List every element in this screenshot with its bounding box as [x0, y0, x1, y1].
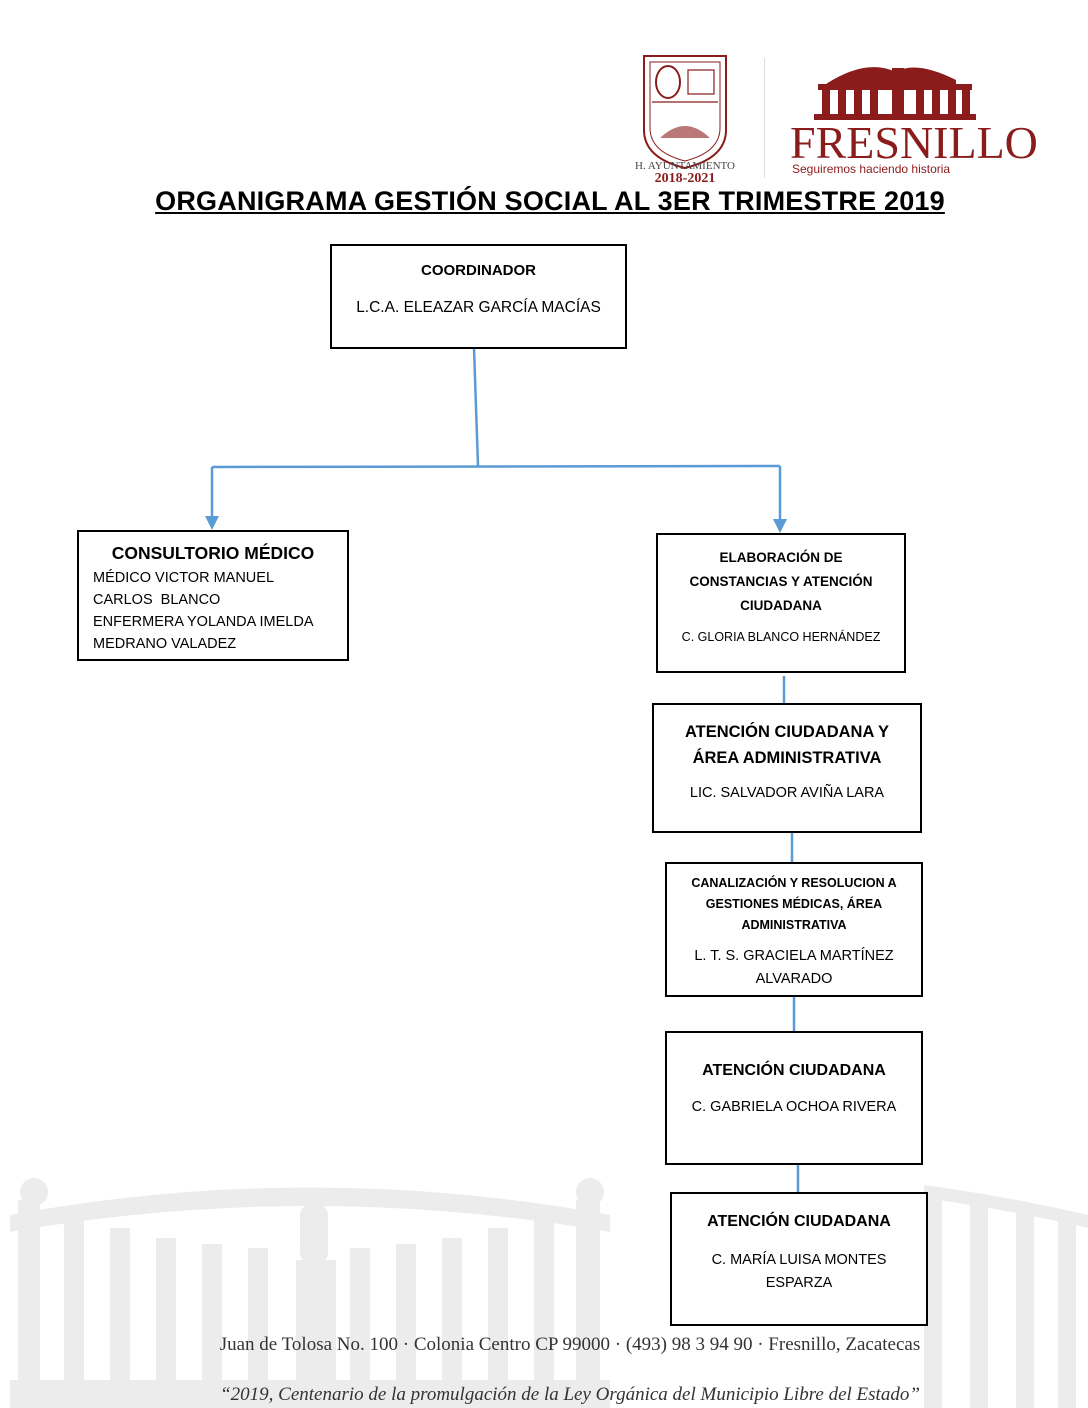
footer-motto: “2019, Centenario de la promulgación de … [220, 1384, 920, 1405]
node-name-line: ALVARADO [755, 971, 833, 987]
brand-name: FRESNILLO [790, 117, 1038, 168]
node-canalizacion-gestiones-medicas: CANALIZACIÓN Y RESOLUCION A GESTIONES MÉ… [665, 862, 923, 997]
node-name: C. GABRIELA OCHOA RIVERA [691, 1099, 897, 1115]
page-title: ORGANIGRAMA GESTIÓN SOCIAL AL 3ER TRIMES… [155, 186, 945, 216]
node-heading: ATENCIÓN CIUDADANA [702, 1062, 886, 1079]
brand-slogan: Seguiremos haciendo historia [792, 162, 951, 176]
node-heading-line: ATENCIÓN CIUDADANA Y [684, 723, 890, 741]
staff-line: MÉDICO VICTOR MANUEL [93, 570, 275, 586]
node-atencion-ciudadana-2: ATENCIÓN CIUDADANA C. MARÍA LUISA MONTES… [670, 1192, 928, 1326]
footer-address: Juan de Tolosa No. 100 · Colonia Centro … [219, 1334, 921, 1355]
node-name-line: ESPARZA [765, 1275, 833, 1291]
node-name-line: L. T. S. GRACIELA MARTÍNEZ [694, 948, 894, 964]
node-name: LIC. SALVADOR AVIÑA LARA [689, 785, 885, 801]
node-heading-line: CANALIZACIÓN Y RESOLUCION A [691, 876, 897, 890]
divider [764, 58, 765, 178]
node-coordinador: COORDINADOR L.C.A. ELEAZAR GARCÍA MACÍAS [330, 244, 627, 349]
arrow-down-icon [773, 519, 787, 533]
fresnillo-logo: FRESNILLO Seguiremos haciendo historia [786, 54, 1038, 184]
node-name: L.C.A. ELEAZAR GARCÍA MACÍAS [356, 299, 601, 316]
node-heading-line: ÁREA ADMINISTRATIVA [692, 749, 882, 767]
node-heading: ATENCIÓN CIUDADANA [707, 1213, 891, 1230]
staff-line: MEDRANO VALADEZ [93, 636, 237, 652]
municipal-seal: H. AYUNTAMIENTO 2018-2021 [635, 50, 735, 190]
monument-logo-icon [814, 67, 976, 120]
node-atencion-area-administrativa: ATENCIÓN CIUDADANA Y ÁREA ADMINISTRATIVA… [652, 703, 922, 833]
node-heading-line: ADMINISTRATIVA [741, 918, 847, 932]
node-heading-line: CONSTANCIAS Y ATENCIÓN [689, 574, 873, 589]
seal-caption-line-2: 2018-2021 [654, 171, 716, 186]
node-elaboracion-constancias: ELABORACIÓN DE CONSTANCIAS Y ATENCIÓN CI… [656, 533, 906, 673]
node-heading: CONSULTORIO MÉDICO [111, 543, 315, 563]
seal-caption-line-1: H. AYUNTAMIENTO [635, 160, 735, 172]
staff-line: ENFERMERA YOLANDA IMELDA [93, 614, 314, 630]
node-name: C. GLORIA BLANCO HERNÁNDEZ [681, 630, 881, 644]
node-heading: COORDINADOR [421, 262, 536, 279]
node-heading-line: ELABORACIÓN DE [719, 550, 843, 565]
seal-emblem-icon [643, 55, 727, 170]
connector-lines [210, 347, 800, 1192]
node-consultorio-medico: CONSULTORIO MÉDICO MÉDICO VICTOR MANUEL … [77, 530, 349, 661]
node-name-line: C. MARÍA LUISA MONTES [711, 1252, 887, 1268]
arrow-down-icon [205, 516, 219, 530]
node-heading-line: CIUDADANA [740, 598, 822, 613]
node-heading-line: GESTIONES MÉDICAS, ÁREA [705, 897, 883, 911]
node-atencion-ciudadana-1: ATENCIÓN CIUDADANA C. GABRIELA OCHOA RIV… [665, 1031, 923, 1165]
staff-line: CARLOS BLANCO [93, 592, 221, 608]
